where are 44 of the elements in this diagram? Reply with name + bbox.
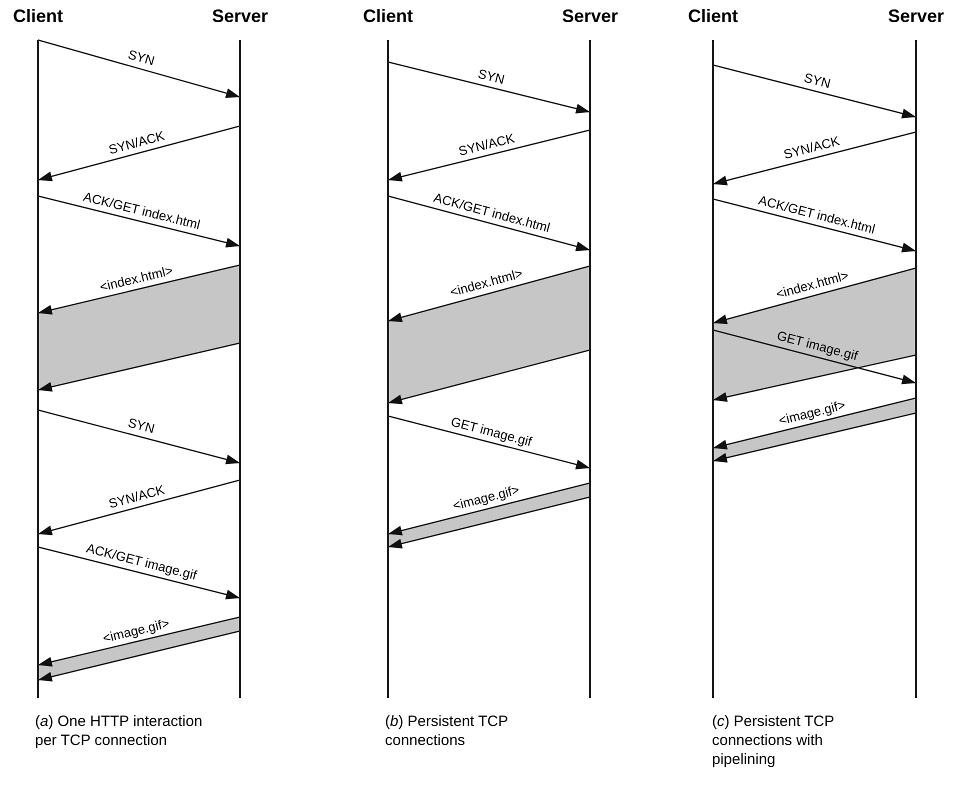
message-label: SYN	[802, 70, 832, 91]
message-arrow	[38, 479, 240, 536]
message-arrow	[712, 131, 916, 186]
message-label: SYN	[476, 66, 506, 87]
participant-heading: Server	[210, 5, 270, 28]
message-label: SYN/ACK	[456, 130, 516, 158]
message-label: SYN	[126, 415, 156, 436]
message-arrow	[712, 64, 916, 118]
message-arrow	[388, 195, 590, 252]
message-arrow	[388, 415, 590, 470]
message-label: SYN	[126, 47, 157, 69]
message-arrow	[712, 354, 916, 402]
figure-caption: (b) Persistent TCP connections	[385, 712, 509, 750]
message-label: <image.gif>	[102, 615, 172, 646]
message-arrow	[388, 496, 590, 548]
message-arrow	[388, 265, 590, 322]
message-arrow	[712, 412, 916, 463]
message-arrow	[38, 616, 240, 667]
message-arrow	[712, 397, 916, 450]
participant-heading: Server	[886, 5, 946, 28]
figure-caption: (c) Persistent TCP connections with pipelining	[712, 712, 835, 769]
message-arrow	[712, 267, 916, 324]
participant-heading: Client	[686, 5, 739, 28]
message-arrow	[38, 630, 240, 682]
message-arrow	[388, 61, 590, 114]
message-arrow	[38, 125, 240, 182]
message-arrow	[38, 342, 240, 392]
message-arrow	[712, 329, 916, 384]
message-arrow	[38, 195, 240, 248]
message-arrow	[388, 482, 590, 536]
message-arrow	[388, 129, 590, 182]
message-arrow	[38, 546, 240, 600]
message-arrow	[38, 39, 240, 98]
message-label: <image.gif>	[452, 482, 522, 514]
message-label: ACK/GET image.gif	[85, 540, 198, 583]
message-arrow	[712, 198, 916, 252]
participant-heading: Server	[560, 5, 620, 28]
figure-caption: (a) One HTTP interaction per TCP connection	[35, 712, 204, 750]
message-arrow	[388, 349, 590, 404]
message-label: <image.gif>	[777, 396, 847, 428]
participant-heading: Client	[362, 5, 414, 28]
message-arrow	[38, 409, 240, 464]
message-arrow	[38, 264, 240, 315]
participant-heading: Client	[12, 5, 64, 28]
